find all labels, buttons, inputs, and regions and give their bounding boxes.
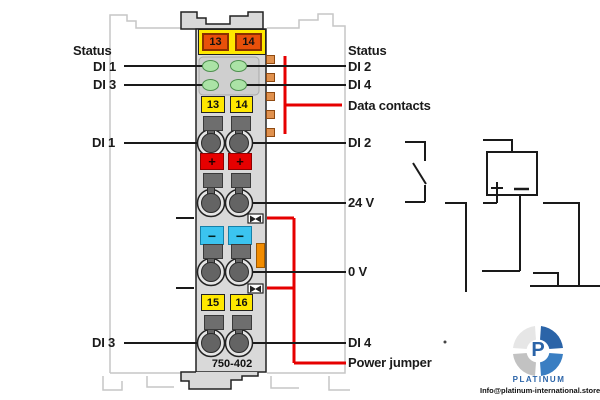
led-di4: [230, 79, 247, 91]
clamp-opening: [203, 244, 223, 259]
label-di2-led: DI 2: [348, 59, 372, 74]
release-latch: [256, 243, 265, 268]
label-di2-terminal: DI 2: [348, 135, 372, 150]
led-di1: [202, 60, 219, 72]
field-circuit: [405, 139, 600, 344]
plus-terminal-tag: +: [228, 153, 252, 170]
terminal-tag-14: 14: [230, 96, 253, 113]
platinum-email-text: Info@platinum-international.store: [480, 386, 600, 395]
minus-terminal-tag: −: [200, 226, 224, 245]
clamp-opening: [204, 315, 224, 330]
clamp-opening: [231, 173, 251, 188]
platinum-brand-text: PLATINUM: [512, 375, 566, 384]
data-contact: [266, 55, 275, 64]
top-contact-tag-13: 13: [202, 33, 229, 51]
label-data-contacts: Data contacts: [348, 98, 431, 113]
label-di1-led: DI 1: [93, 59, 117, 74]
label-di4-terminal: DI 4: [348, 335, 372, 350]
led-di2: [230, 60, 247, 72]
platinum-logo-icon: [513, 326, 563, 376]
label-di3-led: DI 3: [93, 77, 117, 92]
ghost-modules: [102, 13, 350, 391]
label-di1-terminal: DI 1: [92, 135, 116, 150]
label-di3-terminal: DI 3: [92, 335, 116, 350]
minus-terminal-tag: −: [228, 226, 252, 245]
plus-terminal-tag: +: [200, 153, 224, 170]
label-status-left: Status: [73, 43, 112, 58]
terminal-tag-13: 13: [201, 96, 225, 113]
clamp-opening: [203, 173, 223, 188]
data-contact: [266, 110, 275, 119]
label-di4-led: DI 4: [348, 77, 372, 92]
red-connection-lines: [267, 56, 346, 365]
data-contact: [266, 73, 275, 82]
data-contact: [266, 92, 275, 101]
power-jumper-contact-icon: [247, 213, 264, 294]
led-di3: [202, 79, 219, 91]
top-contact-tag-14: 14: [235, 33, 262, 51]
label-power-jumper: Power jumper: [348, 355, 432, 370]
switch-icon: [412, 162, 427, 185]
clamp-opening: [203, 116, 223, 131]
clamp-opening: [231, 116, 251, 131]
clamp-opening: [231, 244, 251, 259]
data-contact: [266, 128, 275, 137]
terminal-tag-15: 15: [201, 294, 225, 311]
label-status-right: Status: [348, 43, 387, 58]
label-24v: 24 V: [348, 195, 374, 210]
terminal-tag-16: 16: [230, 294, 253, 311]
clamp-opening: [232, 315, 252, 330]
platinum-logo-letter: P: [531, 339, 545, 361]
module-part-number: 750-402: [211, 358, 253, 370]
label-0v: 0 V: [348, 264, 367, 279]
